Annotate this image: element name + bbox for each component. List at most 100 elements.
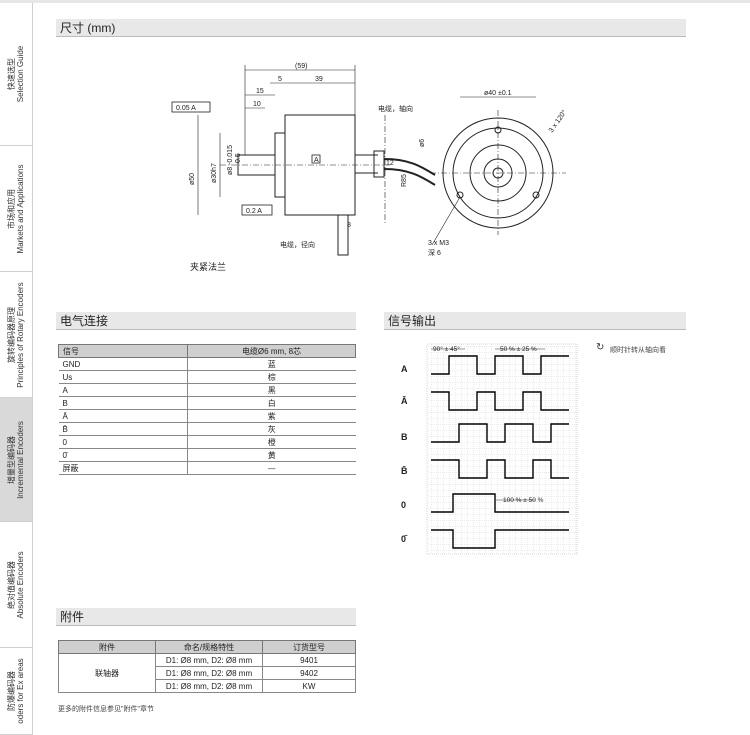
col-accessory: 附件 xyxy=(58,640,156,654)
side-tab-en: Selection Guide xyxy=(16,45,25,103)
side-tab-cn: 旋转编码器原理 xyxy=(7,306,16,363)
label-zero-bar: 0̄ xyxy=(401,534,408,544)
dim-30: ø30h7 xyxy=(211,163,218,183)
rotation-note: 顺时针转从轴向看 xyxy=(610,347,666,354)
signal-cell: 0̄ xyxy=(58,448,188,462)
color-cell: 灰 xyxy=(187,422,356,436)
accessories-table: 附件 命名/规格特性 订货型号 联轴器 D1: Ø8 mm, D2: Ø8 mm… xyxy=(58,640,356,693)
color-cell: 白 xyxy=(187,396,356,410)
wave-b xyxy=(431,423,569,443)
label-a: A xyxy=(401,364,408,374)
side-tab-cn: 防爆编码器 xyxy=(7,671,16,711)
dim-59: (59) xyxy=(295,63,307,70)
accessories-heading: 附件 xyxy=(56,608,356,626)
ann-zero: 100 % ± 50 % xyxy=(503,497,544,504)
color-cell: 黄 xyxy=(187,448,356,462)
side-tab-en: Principles of Rotary Encoders xyxy=(16,281,25,388)
datum-a: A xyxy=(314,157,319,164)
order-cell: 9402 xyxy=(262,666,356,680)
color-cell: 棕 xyxy=(187,370,356,384)
dim-39: 39 xyxy=(315,76,323,83)
accessories-note: 更多的附件信息参见"附件"章节 xyxy=(58,706,154,713)
signal-cell: A xyxy=(58,383,188,397)
dim-10: 10 xyxy=(253,101,261,108)
dim-depth: 深 6 xyxy=(428,248,441,257)
cable-axial-label: 电缆，轴向 xyxy=(378,104,413,113)
rotation-icon: ↻ xyxy=(596,342,605,353)
col-signal: 信号 xyxy=(58,344,188,358)
signal-cell: GND xyxy=(58,357,188,371)
dimension-drawing: (59) 5 39 15 10 0.05 A 0.2 A A 8 12 电缆，轴… xyxy=(171,63,569,272)
dim-m3: 3 x M3 xyxy=(428,240,449,247)
side-tab-en: Markets and Applications xyxy=(16,164,25,253)
dimensions-heading: 尺寸 (mm) xyxy=(56,19,686,37)
cable-radial-label: 电缆，径向 xyxy=(280,240,315,249)
signal-cell: 屏蔽 xyxy=(58,461,188,475)
wave-zero xyxy=(431,493,569,513)
col-order: 订货型号 xyxy=(262,640,356,654)
color-cell: 黑 xyxy=(187,383,356,397)
order-cell: KW xyxy=(262,679,356,693)
side-tab-cn: 快速选型 xyxy=(7,58,16,91)
table-row: 联轴器 D1: Ø8 mm, D2: Ø8 mm 9401 xyxy=(58,653,356,693)
dim-8: ø8 -0.015 xyxy=(227,145,234,175)
order-cell: 9401 xyxy=(262,653,356,667)
dim-5: 5 xyxy=(278,76,282,83)
table-row: 0̄黄 xyxy=(58,448,356,462)
side-tab-cn: 市场和应用 xyxy=(7,188,16,229)
label-b-bar: B̄ xyxy=(401,466,408,476)
wave-zero-bar xyxy=(431,529,569,549)
signal-timing-diagram: A Ā B B̄ 0 0̄ 90° ± 45° 50 % ± 25 % 100 … xyxy=(401,343,578,555)
col-spec: 命名/规格特性 xyxy=(155,640,263,654)
label-zero: 0 xyxy=(401,500,406,510)
top-rule xyxy=(0,0,750,3)
label-a-bar: Ā xyxy=(401,396,408,406)
table-row: B̄灰 xyxy=(58,422,356,436)
color-cell: 蓝 xyxy=(187,357,356,371)
wave-a-bar xyxy=(431,391,569,411)
signal-cell: Us xyxy=(58,370,188,384)
spec-cell: D1: Ø8 mm, D2: Ø8 mm xyxy=(155,666,263,680)
signal-cell: B̄ xyxy=(58,422,188,436)
spec-cell: D1: Ø8 mm, D2: Ø8 mm xyxy=(155,679,263,693)
drawing-caption: 夹紧法兰 xyxy=(190,261,226,272)
dim-05: 0.5 xyxy=(235,153,242,163)
side-tab-en: Incremental Encoders xyxy=(16,420,25,499)
dim-6: ø6 xyxy=(419,139,426,147)
col-cable: 电缆Ø6 mm, 8芯 xyxy=(187,344,356,358)
side-tab-cn: 绝对值编码器 xyxy=(7,560,16,609)
dim-12: 12 xyxy=(386,160,394,167)
tol-02: 0.2 A xyxy=(246,208,262,215)
signal-cell: 0 xyxy=(58,435,188,449)
color-cell: — xyxy=(187,461,356,475)
dim-r85: R85 xyxy=(401,174,408,187)
side-tab-en: oders for Ex areas xyxy=(16,658,25,724)
color-cell: 紫 xyxy=(187,409,356,423)
group-cell: 联轴器 xyxy=(58,653,156,693)
label-b: B xyxy=(401,432,408,442)
ann-phase: 90° ± 45° xyxy=(433,345,460,353)
signal-cell: B xyxy=(58,396,188,410)
color-cell: 橙 xyxy=(187,435,356,449)
tol-005: 0.05 A xyxy=(176,105,196,112)
ann-duty: 50 % ± 25 % xyxy=(500,346,537,353)
table-row: D1: Ø8 mm, D2: Ø8 mm KW xyxy=(59,679,356,693)
dim-15: 15 xyxy=(256,88,264,95)
dim-40: ø40 ±0.1 xyxy=(484,90,512,97)
side-tab-en: Absolute Encoders xyxy=(16,550,25,619)
table-row: D1: Ø8 mm, D2: Ø8 mm 9402 xyxy=(59,666,356,680)
signal-cell: Ā xyxy=(58,409,188,423)
wave-a xyxy=(431,355,569,375)
side-tab-cn: 增量型编码器 xyxy=(7,435,16,484)
